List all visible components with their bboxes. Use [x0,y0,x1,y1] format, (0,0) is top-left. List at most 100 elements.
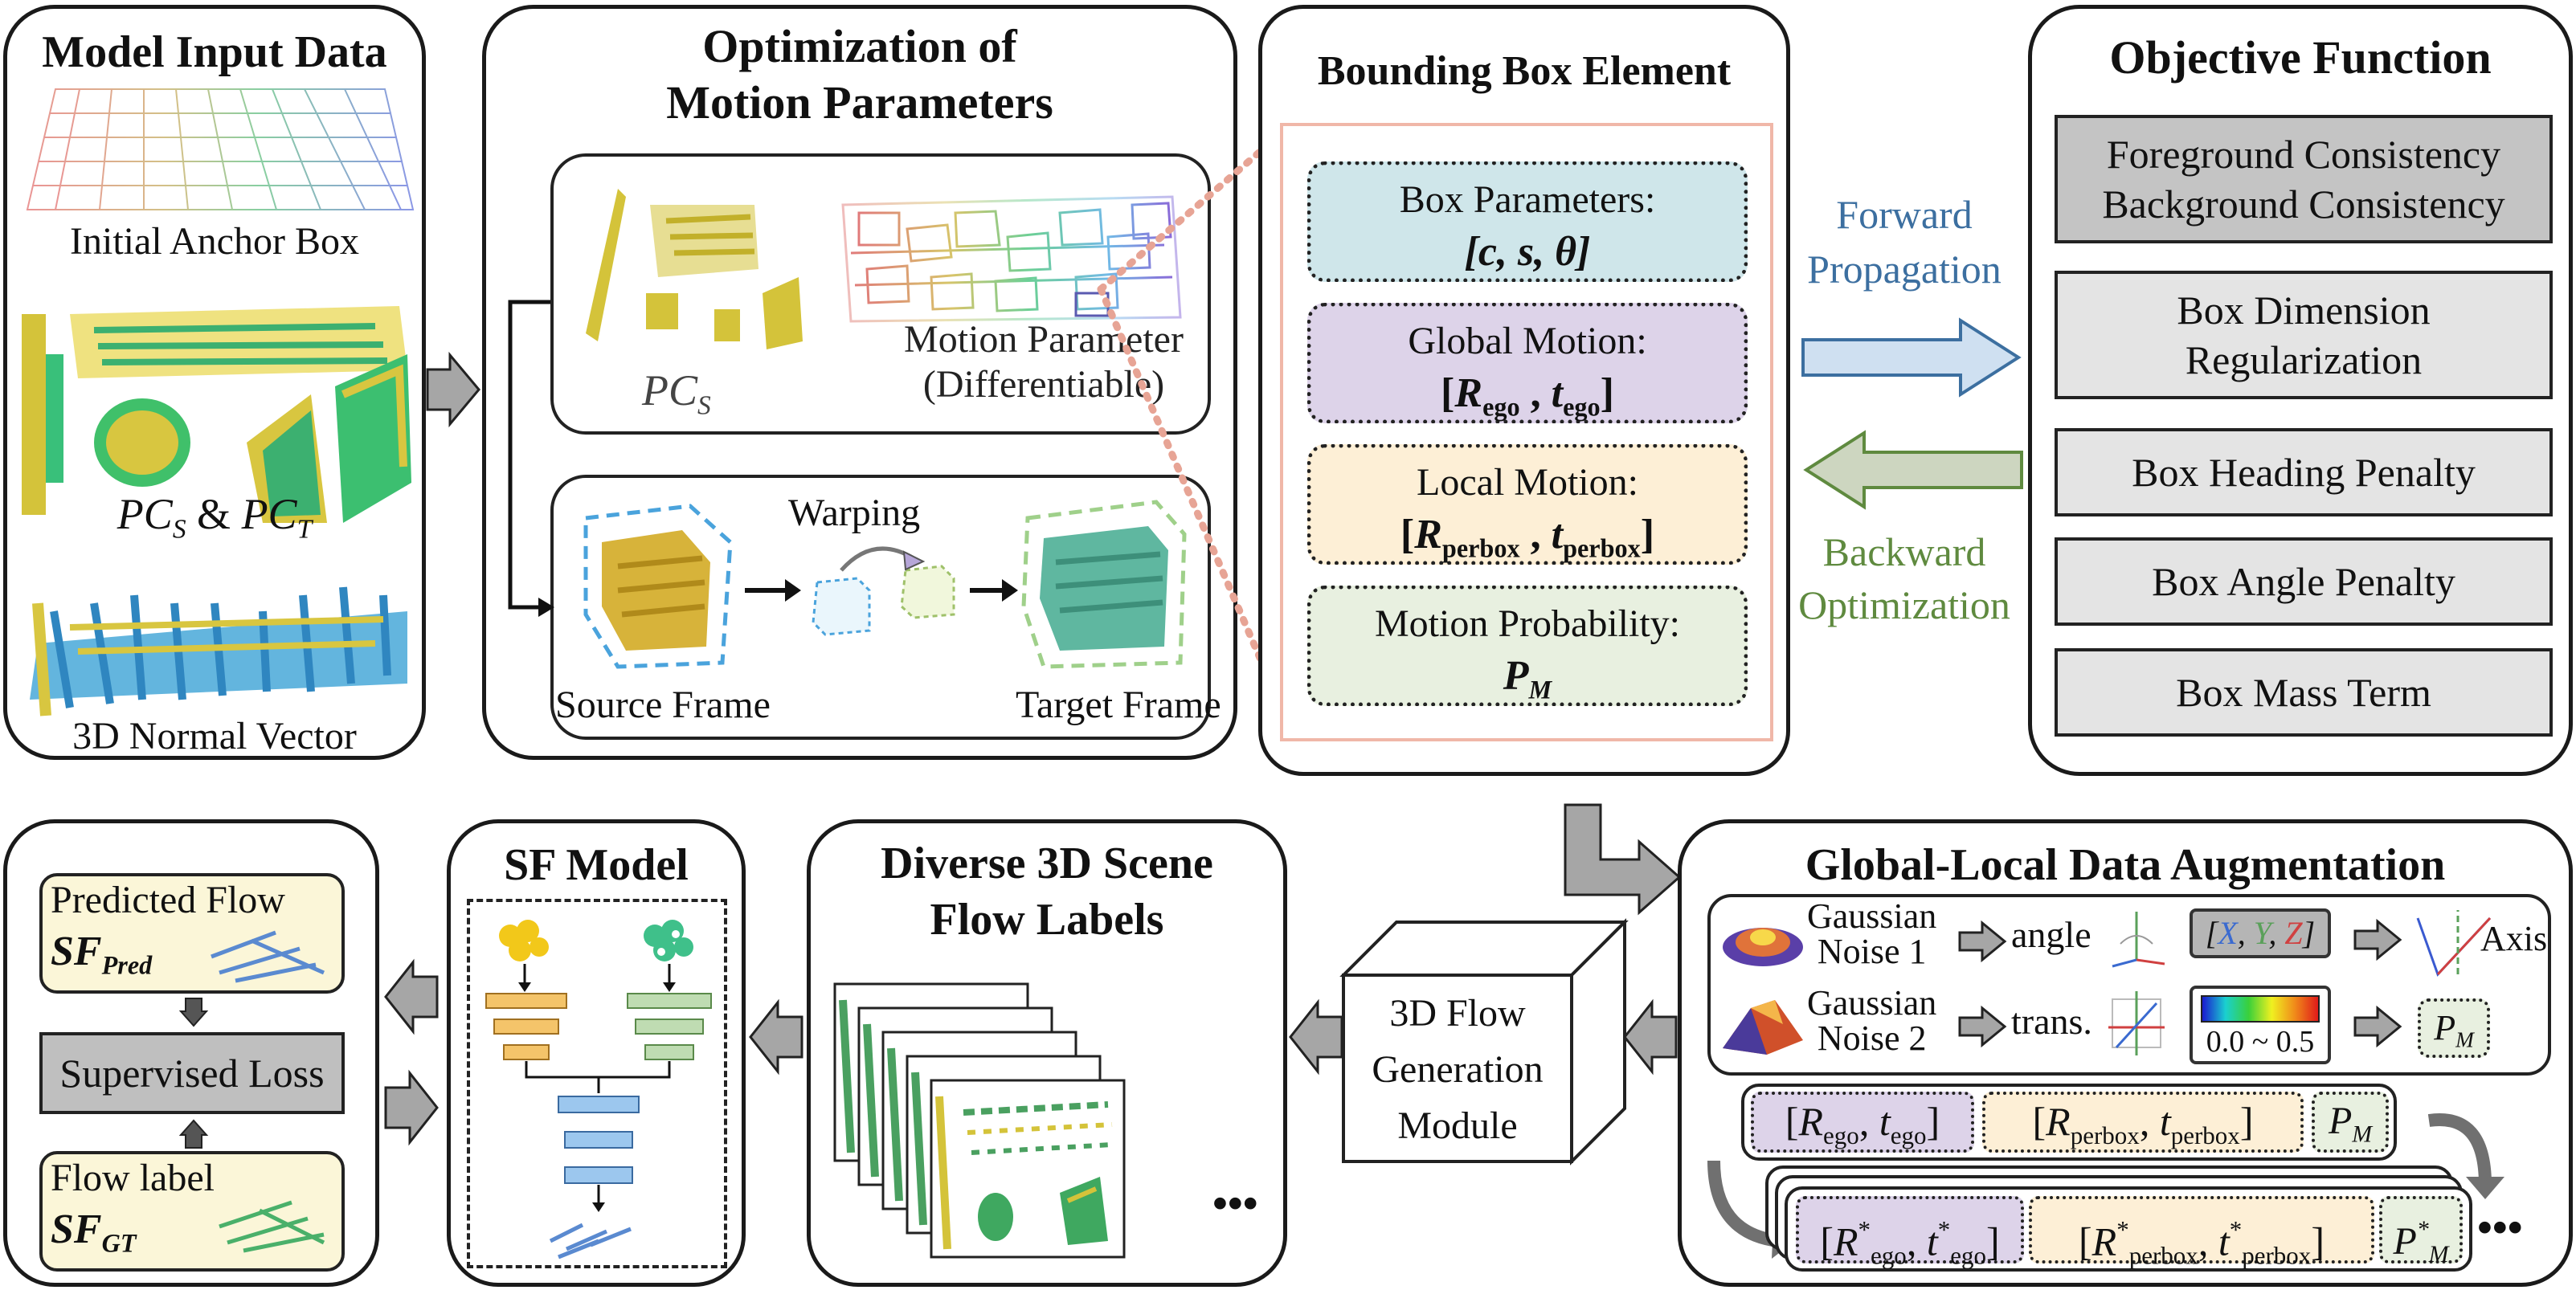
source-frame-label: Source Frame [555,684,771,726]
original-params-row: [Rego, tego] [Rperbox, tperbox] PM [1741,1084,2397,1161]
sf-model-panel: SF Model [447,819,746,1287]
box-parameters-box: Box Parameters: [c, s, θ] [1307,161,1748,282]
row2-pm-box: P*M [2379,1196,2463,1268]
augmented-params-row: [R*ego, t*ego] [R*perbox, t*perbox] P*M [1785,1186,2472,1272]
noise1-arrow [1958,920,2007,963]
model-input-title: Model Input Data [42,27,387,77]
flow-label-stack-image [833,982,1126,1259]
colorbar-box: 0.0 ~ 0.5 [2190,986,2331,1064]
warping-label: Warping [788,492,921,534]
bounding-box-panel: Bounding Box Element Box Parameters: [c,… [1258,5,1790,776]
optimization-bracket [508,300,554,617]
objective-item-angle-penalty: Box Angle Penalty [2055,537,2553,626]
local-motion-box: Local Motion: [Rperbox , tperbox] [1307,444,1748,565]
row1-ego-box: [Rego, tego] [1751,1092,1974,1153]
sf-pred-label: SFPred [51,929,153,980]
box-parameters-label: Box Parameters: [1399,178,1656,221]
source-frame-image [583,504,733,669]
objective-item-box-dimension: Box Dimension Regularization [2055,271,2553,399]
predicted-flow-box: Predicted Flow SFPred [39,873,345,994]
objective-function-title: Objective Function [2109,31,2492,84]
pcs-label: PCS [642,366,711,421]
arrow-supervision-to-sfmodel [384,1069,439,1146]
arrow-diverse-to-sfmodel [749,998,803,1076]
objective-function-panel: Objective Function Foreground Consistenc… [2028,5,2573,776]
pred-to-loss-arrow [178,998,209,1027]
optimization-panel: Optimization of Motion Parameters PCS [482,5,1237,760]
arrow-flowgen-to-diverse [1289,998,1343,1076]
warping-box: Warping Source Frame Target Frame [550,475,1221,740]
flow-generation-label-line2: Generation [1372,1048,1544,1091]
flow-label-box: Flow label SFGT [39,1151,345,1272]
objective-item-consistency: Foreground Consistency Background Consis… [2055,115,2553,243]
normal-vector-image [30,586,407,716]
gt-to-loss-arrow [178,1119,209,1149]
supervised-loss-box: Supervised Loss [39,1032,345,1114]
augmentation-title: Global-Local Data Augmentation [1805,840,2446,890]
motion-parameter-box: PCS Motion Parameter (Differentiable) [550,153,1211,435]
predicted-flow-arrows-image [211,930,325,983]
row1-perbox-box: [Rperbox, tperbox] [1982,1092,2304,1153]
colorbar-arrow [2353,1005,2402,1048]
axis-image [2416,910,2492,977]
normal-vector-label: 3D Normal Vector [72,715,357,757]
forward-propagation-label-line1: Forward [1836,192,1973,237]
gaussian-noise-2-image [1723,1000,1803,1055]
diverse-title-line1: Diverse 3D Scene [881,839,1213,888]
augmentation-ellipsis: ••• [2477,1203,2523,1251]
rotation-axes-image [2112,912,2165,968]
xyz-arrow [2353,918,2402,961]
global-motion-formula: [Rego , tego] [1441,370,1614,422]
bounding-box-title: Bounding Box Element [1317,48,1732,94]
motion-to-bbox-connector [1097,133,1282,703]
diverse-title-line2: Flow Labels [930,895,1164,945]
flow-generation-label-line1: 3D Flow [1389,992,1526,1035]
local-motion-formula: [Rperbox , tperbox] [1400,512,1655,563]
noise2-arrow [1958,1005,2007,1048]
flow-generation-label-line3: Module [1397,1104,1518,1147]
supervision-panel: Predicted Flow SFPred Supervised Loss Fl… [3,819,379,1287]
anchor-box-grid-image [26,88,415,210]
predicted-flow-label: Predicted Flow [51,879,285,921]
angle-label: angle [2011,914,2091,955]
objective-item-mass-term: Box Mass Term [2055,648,2553,737]
backward-optimization-arrow [1803,430,2023,510]
forward-propagation-arrow [1801,317,2022,398]
sf-gt-label: SFGT [51,1206,137,1258]
flow-generation-cube [1339,918,1629,1165]
bounding-box-outline [1280,123,1773,741]
xyz-box: [X, Y, Z] [2190,908,2331,958]
optimization-title-line1: Optimization of [702,20,1017,72]
gt-flow-arrows-image [219,1200,325,1253]
backward-optimization-label-line2: Optimization [1798,582,2010,627]
colorbar [2201,995,2320,1023]
axis-label: Axis [2480,919,2548,958]
motion-parameter-label-line2: (Differentiable) [922,363,1165,406]
global-motion-label: Global Motion: [1408,320,1647,362]
local-motion-label: Local Motion: [1417,461,1638,504]
model-input-panel: Model Input Data Initial Anchor Box [3,5,426,760]
backward-optimization-label-line1: Backward [1822,529,1986,574]
curved-arrow-right [2427,1113,2504,1199]
pc-s-and-pc-t-label: PCS & PCT [117,490,313,545]
pcs-yellow-points-image [586,189,803,349]
arrow-sfmodel-to-supervision [384,958,439,1035]
point-cloud-image [22,306,411,523]
forward-propagation-label-line2: Propagation [1807,247,2002,292]
sf-model-title: SF Model [504,840,689,890]
arrow-augmentation-to-flowgen [1623,998,1678,1076]
row2-ego-box: [R*ego, t*ego] [1796,1196,2024,1270]
translation-axes-image [2108,991,2165,1055]
global-motion-box: Global Motion: [Rego , tego] [1307,303,1748,423]
row2-perbox-box: [R*perbox, t*perbox] [2029,1196,2374,1270]
box-parameters-formula: [c, s, θ] [1464,229,1591,276]
flow-label-text: Flow label [51,1157,215,1199]
motion-probability-formula: PM [1503,653,1552,704]
motion-probability-label: Motion Probability: [1374,602,1680,645]
arrow-input-to-optimization [426,351,480,428]
diverse-ellipsis: ••• [1212,1179,1258,1227]
sf-model-network-image [485,920,712,1259]
